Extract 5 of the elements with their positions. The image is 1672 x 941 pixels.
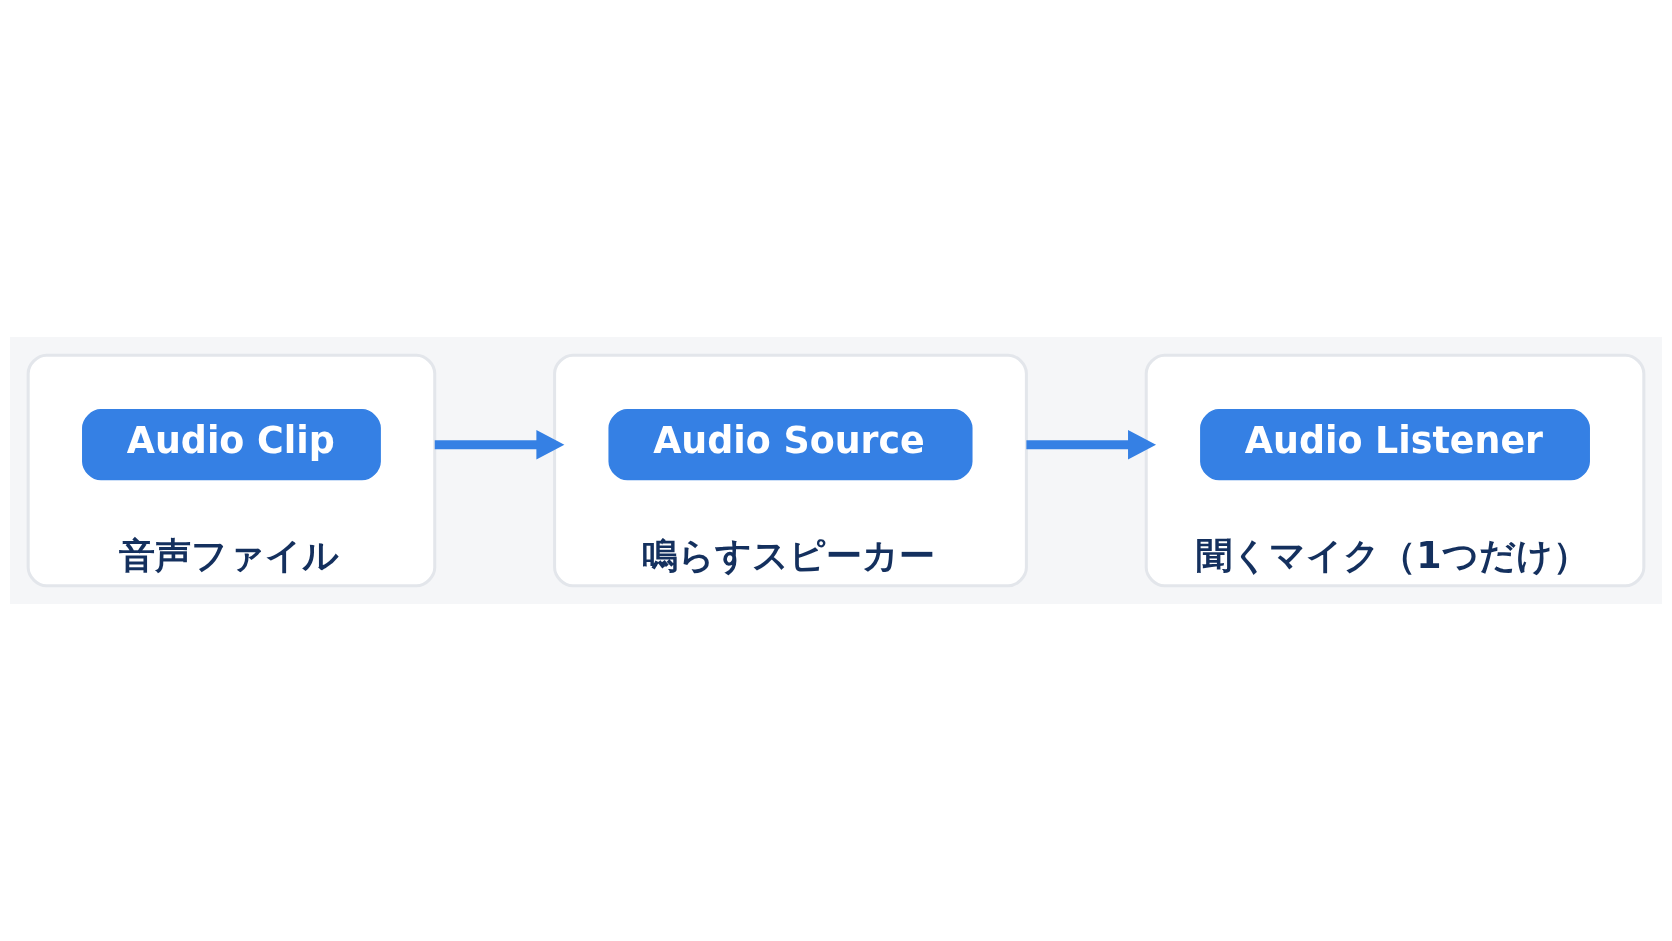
node-box: Audio Source (608, 409, 973, 481)
arrow (434, 430, 565, 460)
node-box: Audio Listener (1200, 409, 1590, 481)
node-box: Audio Clip (82, 409, 381, 481)
arrow (1026, 430, 1157, 460)
